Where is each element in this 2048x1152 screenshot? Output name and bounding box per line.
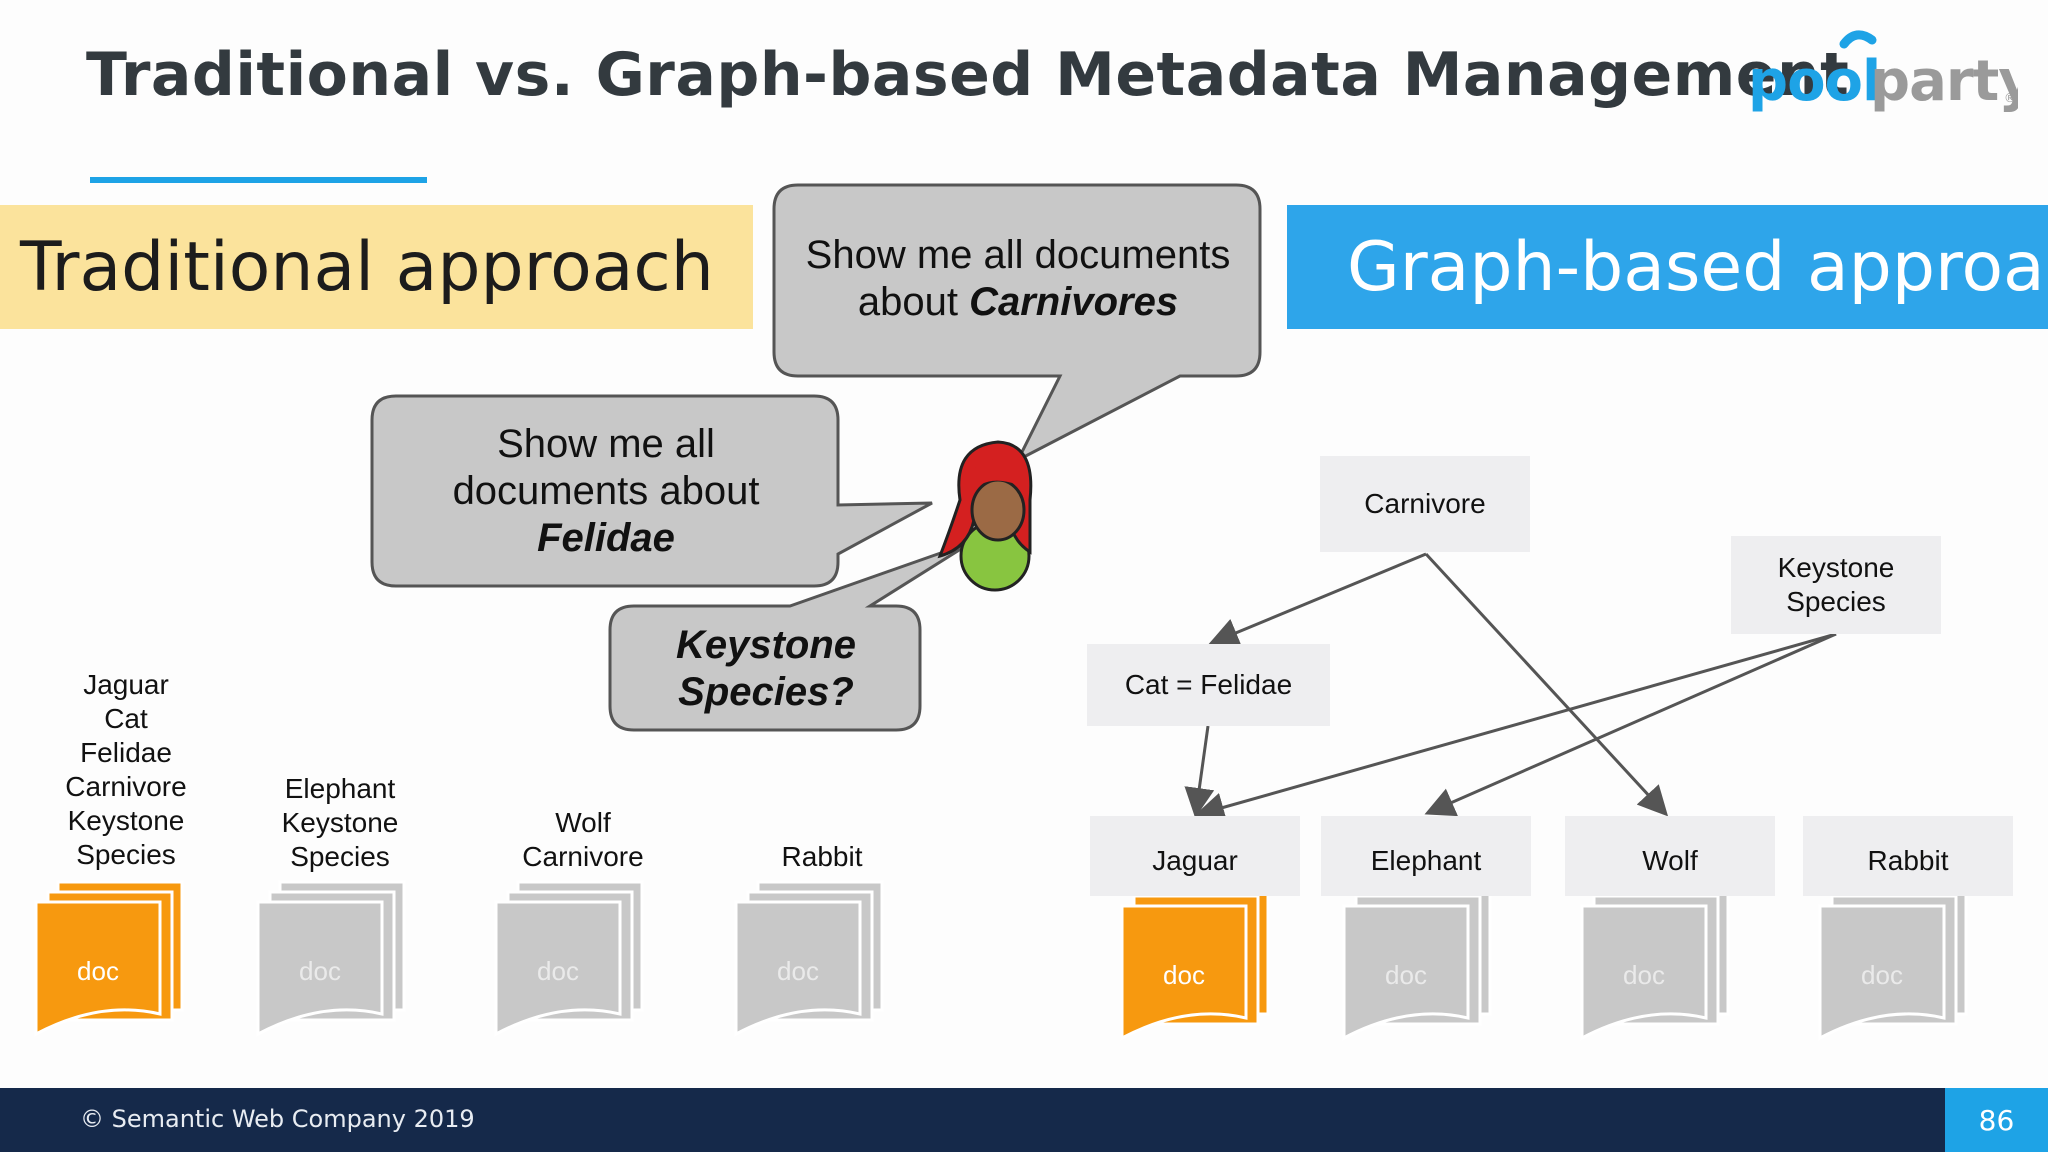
trad-doc-wolf-icon <box>494 880 644 1037</box>
edge-carnivore-cat <box>1208 552 1427 647</box>
poolparty-logo-graphic: pool party ® <box>1748 30 2035 114</box>
node-carnivore: Carnivore <box>1320 456 1530 552</box>
carnivores-bubble-text: Show me all documents about Carnivores <box>778 232 1258 326</box>
edge-keystone-elephant <box>1424 632 1837 817</box>
trad-jaguar-tags: Jaguar Cat Felidae Carnivore Keystone Sp… <box>65 669 187 870</box>
keystone-bubble-line2: Species? <box>678 670 854 714</box>
graph-doc-wolf-icon <box>1580 884 1730 1041</box>
graph-approach-band: Graph-based approach <box>1287 205 2048 329</box>
trad-elephant-doc-label: doc <box>299 956 341 986</box>
trad-jaguar-doc-label: doc <box>77 956 119 986</box>
trad-rabbit-doc-label: doc <box>777 956 819 986</box>
graph-doc-rabbit-icon <box>1818 884 1968 1041</box>
footer-copyright: © Semantic Web Company 2019 <box>80 1105 475 1133</box>
carnivores-bubble-prefix: about <box>857 280 970 324</box>
keystone-speech-bubble <box>608 540 973 732</box>
felidae-bubble-emphasis: Felidae <box>537 516 675 560</box>
page-number: 86 <box>1945 1088 2048 1152</box>
edge-keystone-jaguar <box>1194 632 1837 822</box>
node-rabbit: Rabbit <box>1803 816 2013 896</box>
graph-elephant-doc-label: doc <box>1385 960 1427 990</box>
graph-edges <box>1184 552 1837 822</box>
title-underline <box>90 177 427 183</box>
graph-jaguar-doc-label: doc <box>1163 960 1205 990</box>
bubbles-and-graph-layer <box>34 183 1968 1041</box>
keystone-bubble-text: Keystone Species? <box>614 622 918 716</box>
node-wolf: Wolf <box>1565 816 1775 896</box>
node-jaguar: Jaguar <box>1090 816 1300 896</box>
felidae-speech-bubble <box>370 394 933 588</box>
trad-rabbit-tags: Rabbit <box>781 841 863 872</box>
carnivores-bubble-emphasis: Carnivores <box>969 280 1179 324</box>
felidae-bubble-text: Show me all documents about Felidae <box>376 421 836 562</box>
felidae-bubble-line2: documents about <box>452 469 760 513</box>
graph-doc-elephant-icon <box>1342 884 1492 1041</box>
graph-wolf-doc-label: doc <box>1623 960 1665 990</box>
svg-text:party: party <box>1870 49 2018 114</box>
trad-doc-elephant-icon <box>256 880 406 1037</box>
traditional-approach-band: Traditional approach <box>0 205 753 329</box>
node-keystone-species: Keystone Species <box>1731 536 1941 634</box>
svg-text:®: ® <box>2004 91 2016 105</box>
carnivores-bubble-line1: Show me all documents <box>805 233 1231 277</box>
trad-wolf-tags: Wolf Carnivore <box>522 807 644 872</box>
trad-elephant-tags: Elephant Keystone Species <box>281 773 399 872</box>
carnivores-speech-bubble <box>772 183 1262 464</box>
graph-rabbit-doc-label: doc <box>1861 960 1903 990</box>
trad-wolf-doc-label: doc <box>537 956 579 986</box>
footer-bar <box>0 1088 2048 1152</box>
node-cat-felidae: Cat = Felidae <box>1087 644 1330 726</box>
edge-cat-jaguar <box>1184 725 1215 818</box>
node-elephant: Elephant <box>1321 816 1531 896</box>
poolparty-logo: pool party ® <box>1748 30 2035 120</box>
slide-title: Traditional vs. Graph-based Metadata Man… <box>86 40 1850 110</box>
edge-carnivore-wolf <box>1424 552 1669 817</box>
svg-text:pool: pool <box>1748 49 1880 114</box>
keystone-bubble-line1: Keystone <box>675 623 857 667</box>
felidae-bubble-line1: Show me all <box>497 422 715 466</box>
person-icon <box>937 440 1033 592</box>
trad-doc-rabbit-icon <box>734 880 884 1037</box>
trad-doc-jaguar-icon <box>34 880 184 1037</box>
